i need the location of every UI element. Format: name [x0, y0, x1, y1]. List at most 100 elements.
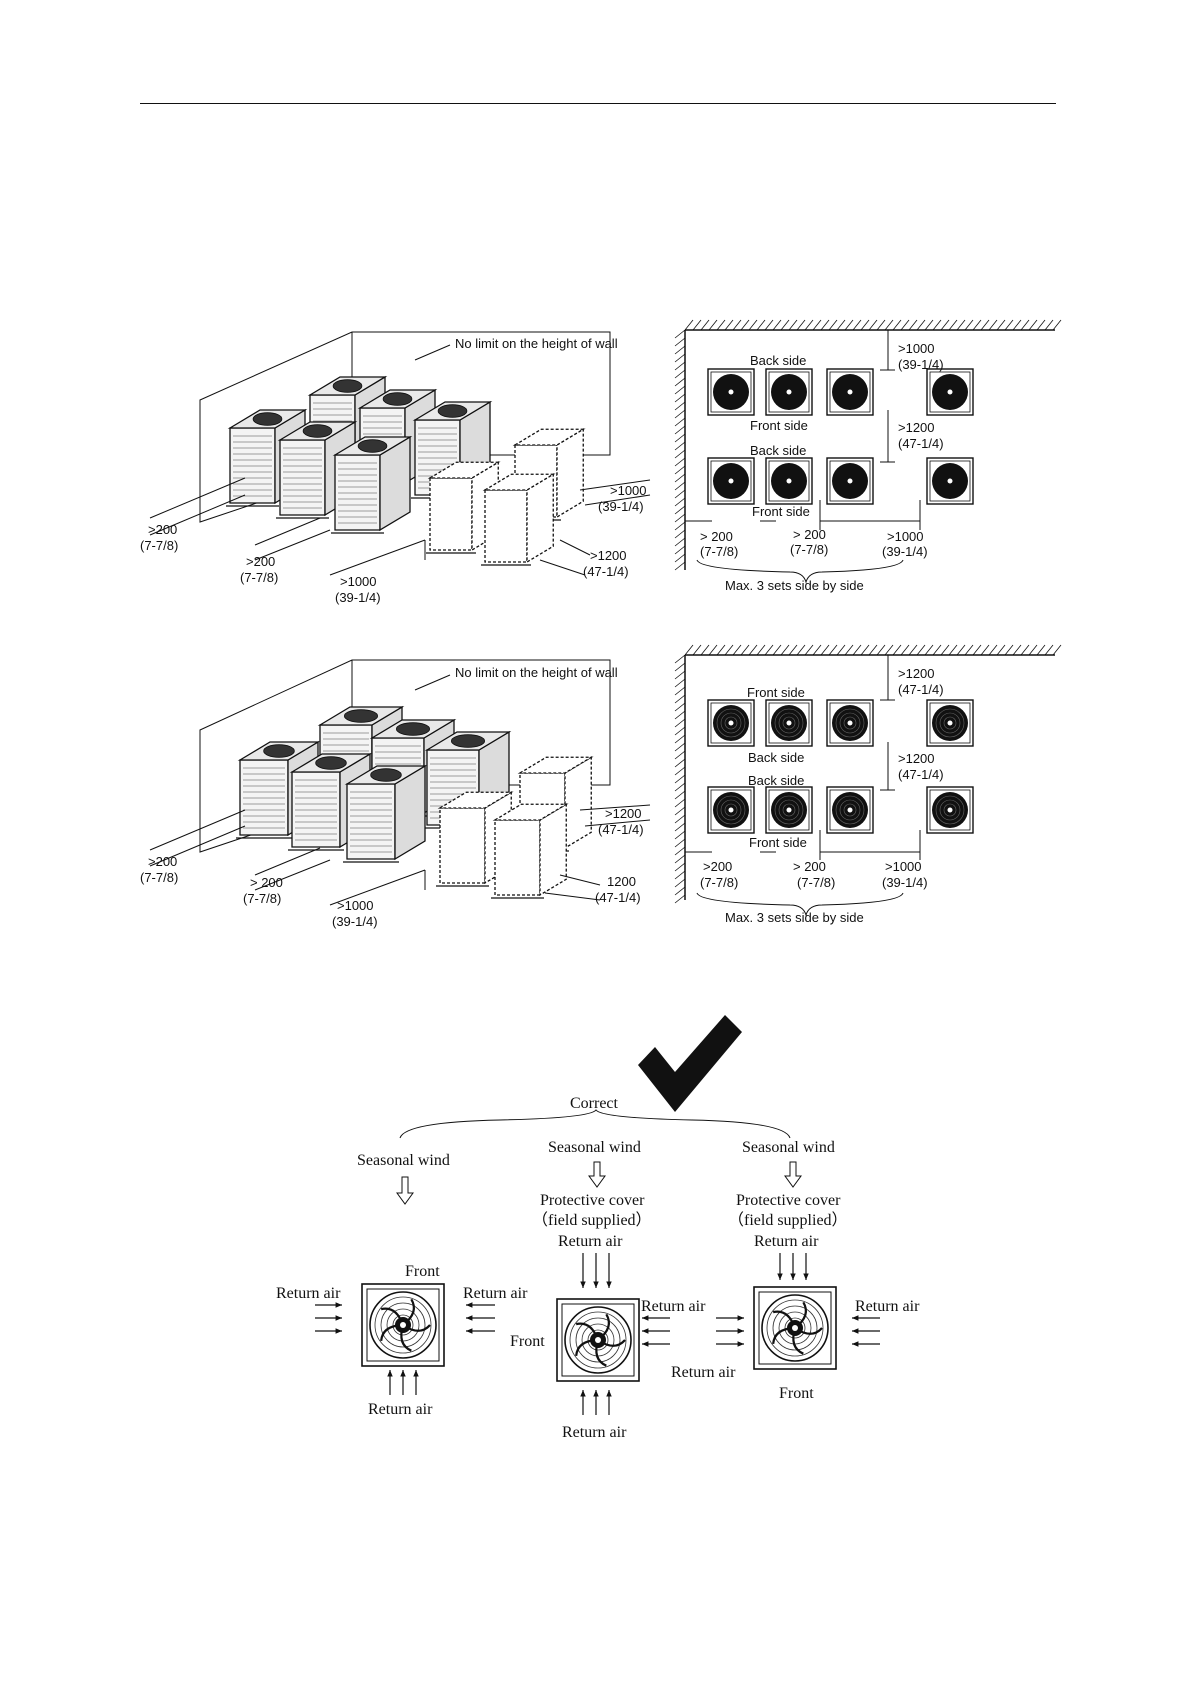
svg-text:(7-7/8): (7-7/8) [790, 542, 828, 557]
svg-text:>1000: >1000 [885, 859, 922, 874]
return-air-arrow-icon [387, 1370, 393, 1395]
return-air-arrow-icon [466, 1315, 495, 1321]
room2-dim-4: >1200 (47-1/4) [598, 806, 644, 837]
svg-text:(7-7/8): (7-7/8) [240, 570, 278, 585]
svg-text:(47-1/4): (47-1/4) [583, 564, 629, 579]
col2-return-air-mid: Return air [671, 1364, 736, 1381]
col2-field-supplied: （field supplied） [532, 1211, 652, 1229]
fan-unit-icon [707, 457, 755, 505]
return-air-arrow-icon [593, 1253, 599, 1288]
fan-unit-icon [826, 368, 874, 416]
fan-unit-icon [765, 786, 813, 834]
plan1-caption: Max. 3 sets side by side [725, 578, 864, 593]
col1-return-air-bottom: Return air [368, 1401, 433, 1418]
fan-unit-icon [926, 368, 974, 416]
return-air-arrow-icon [852, 1315, 880, 1321]
col3-return-air-right: Return air [855, 1298, 920, 1315]
plan2-caption: Max. 3 sets side by side [725, 910, 864, 925]
svg-text:>1000: >1000 [898, 341, 935, 356]
outdoor-fan-icon [556, 1298, 640, 1382]
wind-arrow-icon [396, 1176, 414, 1205]
return-air-arrow-icon [315, 1315, 342, 1321]
plan2-right-dim-0: >1200 (47-1/4) [898, 666, 944, 697]
svg-text:(47-1/4): (47-1/4) [898, 767, 944, 782]
col1-return-air-left: Return air [276, 1285, 341, 1302]
outdoor-unit-icon [331, 435, 413, 534]
plan1-bottom-dim-0: > 200 (7-7/8) [700, 529, 738, 559]
outdoor-fan-icon [753, 1286, 837, 1370]
isometric-room-2: No limit on the height of wall [149, 659, 651, 906]
return-air-arrow-icon [413, 1370, 419, 1395]
fan-unit-icon [826, 457, 874, 505]
return-air-arrow-icon [790, 1253, 796, 1280]
plan-view-2 [674, 644, 1062, 917]
fan-unit-icon [926, 457, 974, 505]
svg-text:(7-7/8): (7-7/8) [243, 891, 281, 906]
col1-seasonal-wind: Seasonal wind [357, 1152, 450, 1169]
return-air-arrow-icon [716, 1328, 744, 1334]
plan2-bottom-dim-2: >1000 (39-1/4) [882, 859, 928, 890]
plan1-bottom-dim-1: > 200 (7-7/8) [790, 527, 828, 557]
svg-text:>200: >200 [703, 859, 732, 874]
return-air-arrow-icon [466, 1328, 495, 1334]
outdoor-unit-icon [491, 803, 569, 899]
plan1-label-2: Back side [750, 443, 806, 458]
unit-group-1 [226, 375, 586, 566]
plan2-bottom-dim-0: >200 (7-7/8) [700, 859, 738, 890]
svg-text:(39-1/4): (39-1/4) [335, 590, 381, 605]
isometric-room-1: No limit on the height of wall [149, 331, 651, 576]
svg-text:(7-7/8): (7-7/8) [797, 875, 835, 890]
col2-protective-cover: Protective cover [540, 1192, 645, 1209]
svg-text:> 200: > 200 [250, 875, 283, 890]
svg-text:>200: >200 [148, 854, 177, 869]
return-air-arrow-icon [606, 1253, 612, 1288]
fan-unit-icon [826, 786, 874, 834]
svg-text:(47-1/4): (47-1/4) [598, 822, 644, 837]
svg-text:(39-1/4): (39-1/4) [882, 875, 928, 890]
plan-view-1 [674, 319, 1062, 584]
return-air-arrow-icon [716, 1315, 744, 1321]
return-air-arrow-icon [642, 1341, 670, 1347]
room2-dim-1: > 200 (7-7/8) [243, 875, 283, 906]
svg-text:>1200: >1200 [590, 548, 627, 563]
svg-text:> 200: > 200 [793, 859, 826, 874]
col2-return-air-right: Return air [641, 1298, 706, 1315]
svg-text:>200: >200 [148, 522, 177, 537]
fan-unit-icon [765, 699, 813, 747]
plan1-label-0: Back side [750, 353, 806, 368]
unit-group-2 [236, 705, 594, 899]
fan-unit-icon [826, 699, 874, 747]
wall-note-2: No limit on the height of wall [455, 665, 618, 680]
return-air-arrow-icon [642, 1328, 670, 1334]
outdoor-unit-icon [481, 473, 556, 566]
svg-text:> 200: > 200 [700, 529, 733, 544]
fan-unit-icon [707, 786, 755, 834]
col2-front: Front [510, 1333, 545, 1350]
plan1-right-dim-0: >1000 (39-1/4) [898, 341, 944, 372]
svg-text:>1200: >1200 [898, 666, 935, 681]
fan-unit-icon [765, 368, 813, 416]
return-air-arrow-icon [580, 1253, 586, 1288]
svg-text:(39-1/4): (39-1/4) [332, 914, 378, 929]
room2-dim-2: >1000 (39-1/4) [332, 898, 378, 929]
fan-unit-icon [707, 699, 755, 747]
wind-arrow-icon [784, 1161, 802, 1188]
svg-text:> 200: > 200 [793, 527, 826, 542]
correct-label: Correct [570, 1095, 619, 1112]
svg-text:(47-1/4): (47-1/4) [898, 682, 944, 697]
wind-arrow-icon [588, 1161, 606, 1188]
svg-text:(7-7/8): (7-7/8) [700, 544, 738, 559]
svg-text:(7-7/8): (7-7/8) [140, 538, 178, 553]
svg-text:(7-7/8): (7-7/8) [140, 870, 178, 885]
return-air-arrow-icon [642, 1315, 670, 1321]
col2-return-air-top: Return air [558, 1233, 623, 1250]
svg-text:(39-1/4): (39-1/4) [882, 544, 928, 559]
plan2-right-dim-1: >1200 (47-1/4) [898, 751, 944, 782]
plan2-label-1: Back side [748, 750, 804, 765]
wall-note-1: No limit on the height of wall [455, 336, 618, 351]
room2-dim-3: 1200 (47-1/4) [595, 874, 641, 905]
room1-dim-4: >1000 (39-1/4) [598, 483, 647, 514]
col3-return-air-top: Return air [754, 1233, 819, 1250]
